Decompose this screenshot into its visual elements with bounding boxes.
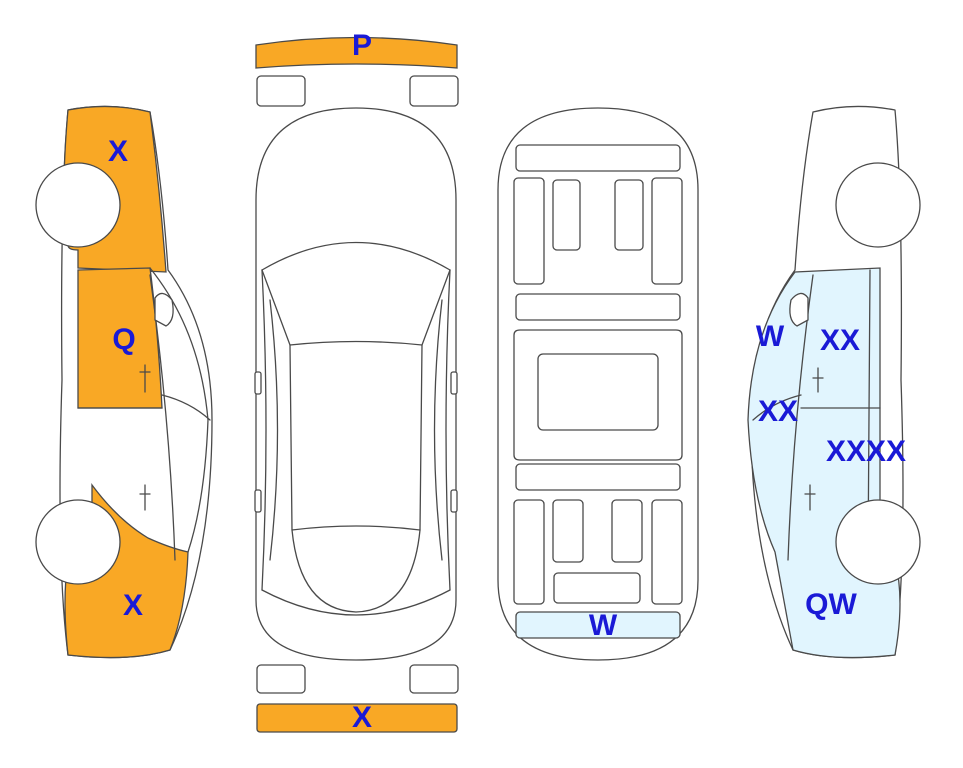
right-side-window-line: [752, 394, 802, 421]
top-view-rear-window: [291, 529, 421, 613]
underbody-right-rail-rear: [651, 499, 683, 605]
left-front-fender-code: X: [107, 135, 129, 168]
left-side-body: [59, 105, 213, 659]
top-view-roof: [289, 344, 423, 531]
top-view-body[interactable]: [255, 107, 457, 661]
left-front-handle: [139, 364, 151, 393]
underbody-right-rail-front: [651, 177, 683, 285]
top-view-right-side-line: [445, 269, 451, 591]
top-view-hood-line: [261, 241, 451, 271]
underbody-center-tunnel: [537, 353, 659, 431]
right-rear-door-code: XXXX: [825, 435, 907, 468]
left-side-view: [35, 105, 213, 659]
right-front-door-upper-code: XX: [819, 324, 861, 357]
underbody-view: [497, 107, 699, 661]
left-side-mirror: [154, 292, 174, 327]
left-rear-quarter-code: X: [122, 589, 144, 622]
underbody-fuel-tank: [553, 572, 641, 604]
underbody-rear-code: W: [588, 609, 618, 642]
top-view-trunk-line: [261, 589, 451, 616]
rear-left-taillight: [256, 664, 306, 694]
top-view-left-mirror: [254, 371, 262, 395]
underbody-rear-left-box: [552, 499, 584, 563]
right-mirror-code: W: [755, 320, 785, 353]
left-rear-wheel: [35, 499, 121, 585]
left-rear-handle: [139, 484, 151, 511]
top-view: [254, 107, 458, 661]
underbody-outline[interactable]: [497, 107, 699, 661]
top-view-left-handle: [254, 489, 262, 513]
right-side-mirror: [789, 292, 809, 327]
front-right-headlight: [409, 75, 459, 107]
right-rear-handle: [804, 484, 816, 511]
rear-right-taillight: [409, 664, 459, 694]
underbody-mid-crossmember: [515, 293, 681, 321]
front-bumper-code: P: [351, 29, 373, 62]
right-rear-wheel: [835, 499, 921, 585]
rear-bumper-panel[interactable]: [256, 703, 458, 733]
underbody-left-rail-rear: [513, 499, 545, 605]
underbody-floor-pan: [513, 329, 683, 461]
top-view-left-pillar: [269, 299, 279, 561]
top-view-windshield: [261, 269, 451, 346]
left-front-wheel: [35, 162, 121, 248]
front-bumper-panel[interactable]: [255, 36, 458, 69]
underbody-rear-crossmember: [515, 463, 681, 491]
right-side-view: [747, 105, 921, 659]
right-side-body: [750, 105, 904, 659]
rear-bumper-code: X: [351, 701, 373, 734]
underbody-rear-right-box: [611, 499, 643, 563]
top-view-right-handle: [450, 489, 458, 513]
front-left-headlight: [256, 75, 306, 107]
right-front-handle: [812, 367, 824, 393]
left-front-door-code: Q: [112, 323, 136, 356]
underbody-engine-right: [614, 179, 644, 251]
underbody-engine-left: [552, 179, 581, 251]
underbody-front-crossmember: [515, 144, 681, 172]
right-front-door-lower-code: XX: [757, 395, 799, 428]
right-rear-quarter-code: QW: [805, 588, 857, 621]
underbody-left-rail-front: [513, 177, 545, 285]
top-view-right-pillar: [433, 299, 443, 561]
left-side-window-line: [161, 394, 211, 421]
top-view-left-side-line: [261, 269, 267, 591]
left-side-glass: [149, 267, 209, 553]
underbody-rear-panel[interactable]: [515, 611, 681, 639]
right-front-wheel: [835, 162, 921, 248]
top-view-right-mirror: [450, 371, 458, 395]
